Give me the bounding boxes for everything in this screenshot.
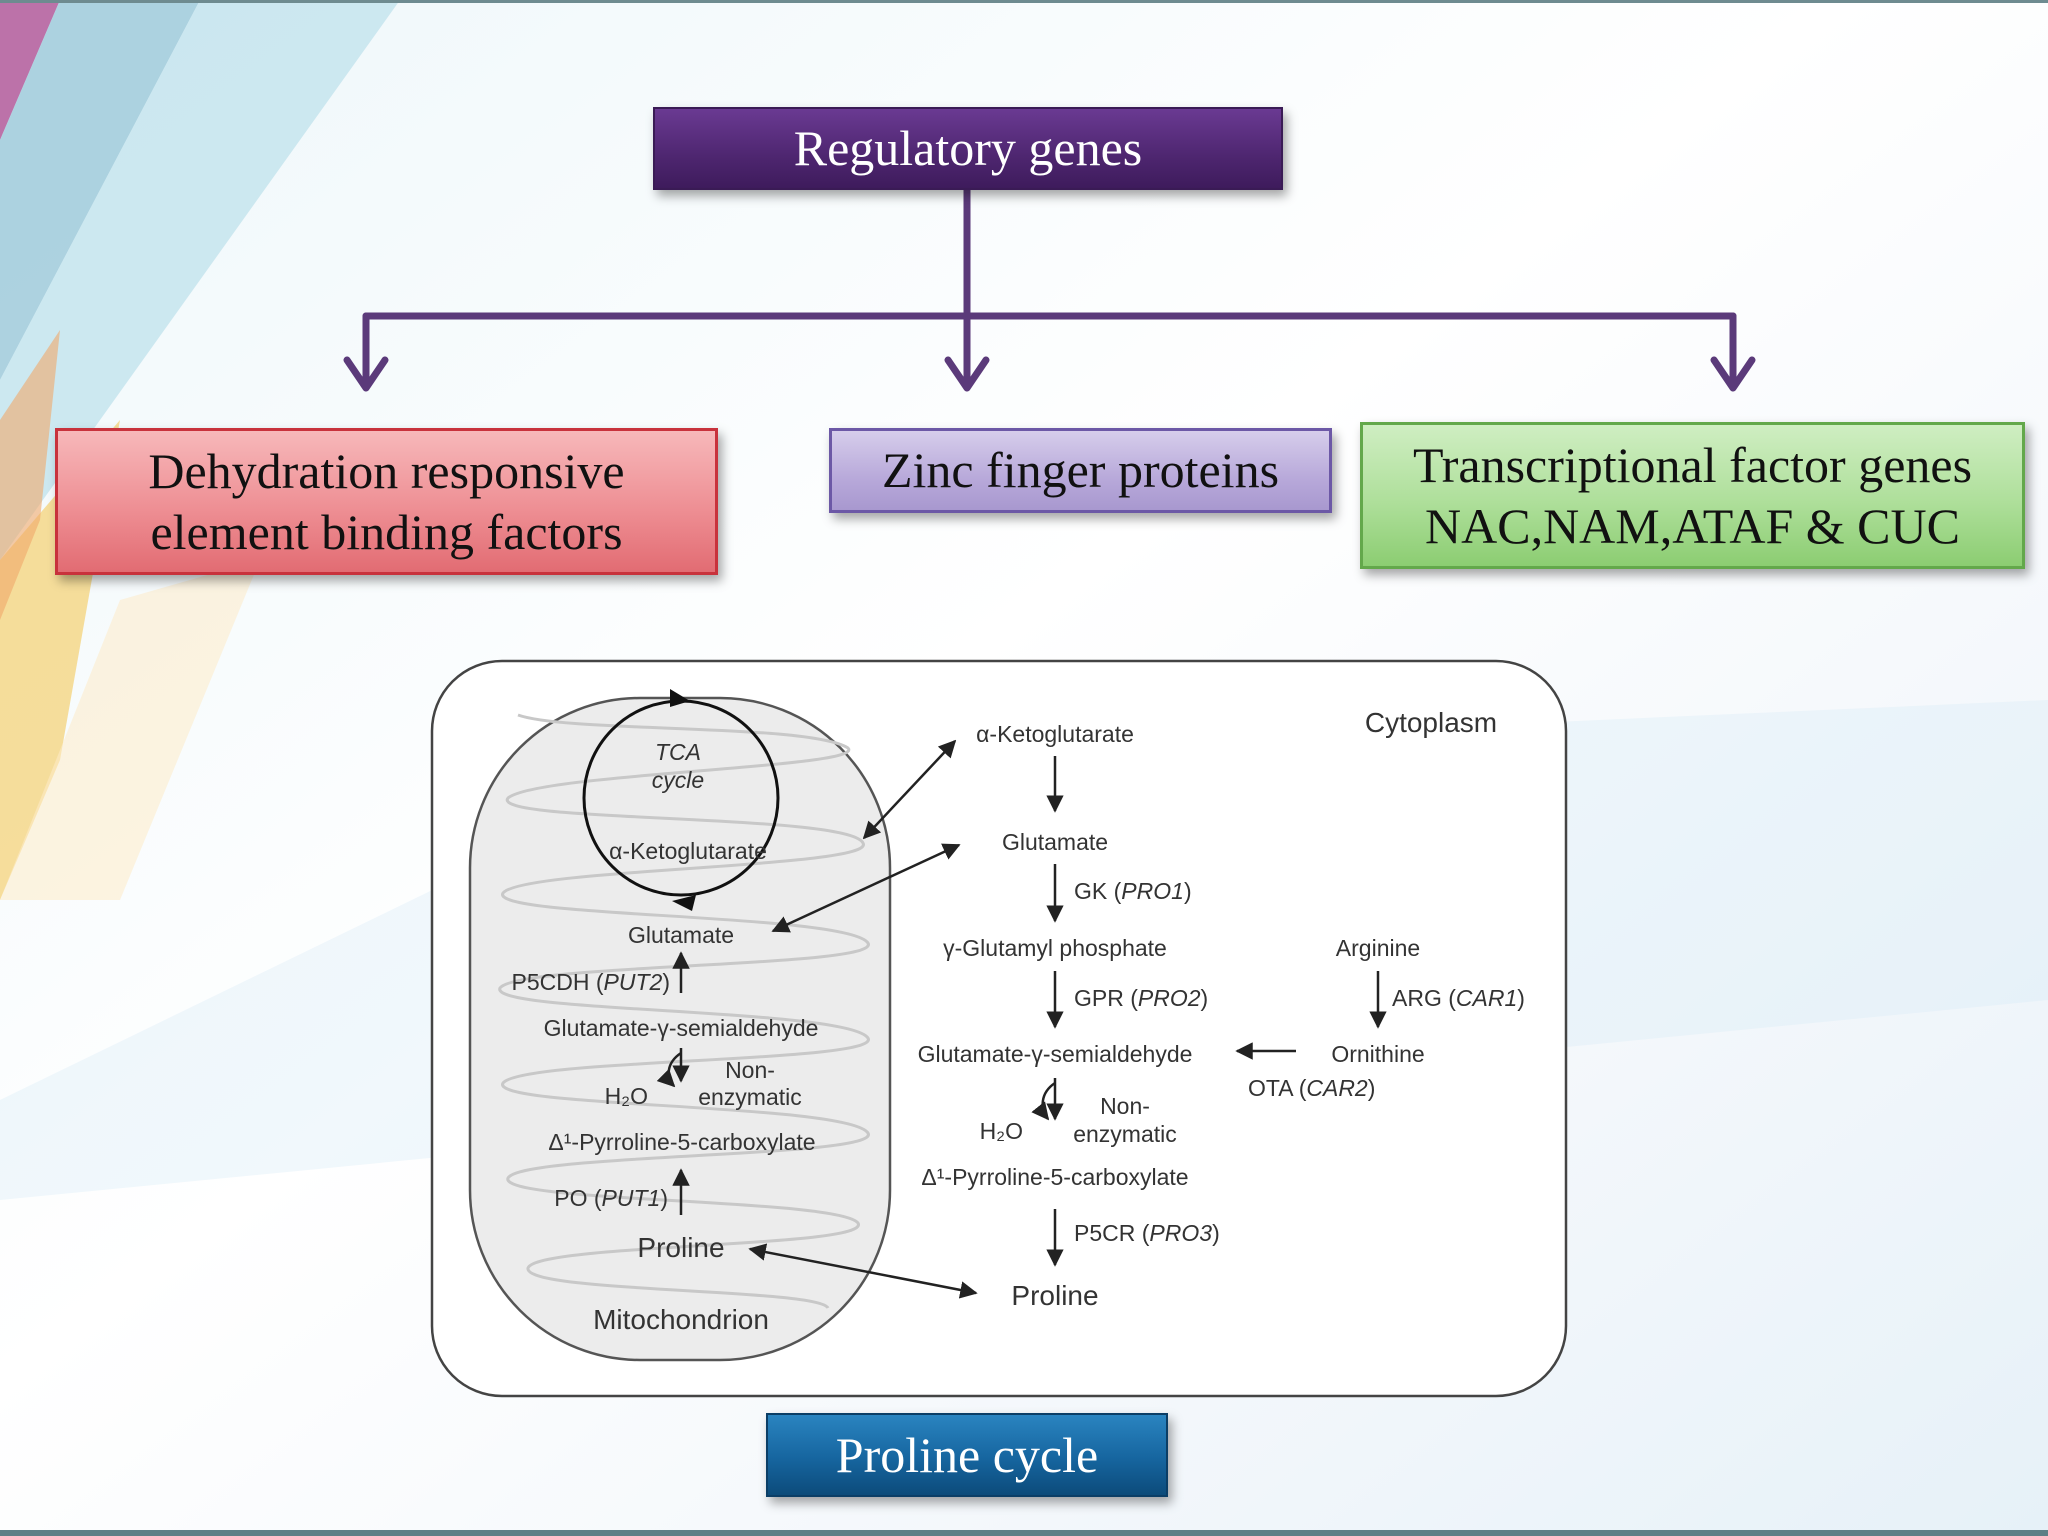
glutamate-transport-arrow	[771, 843, 961, 933]
cyto-aketoglutarate: α-Ketoglutarate	[976, 721, 1134, 747]
cyto-nonenz-2: enzymatic	[1073, 1121, 1177, 1147]
cyto-proline: Proline	[1011, 1280, 1098, 1311]
cyto-gsa: Glutamate-γ-semialdehyde	[918, 1041, 1193, 1067]
cyto-glutamate: Glutamate	[1002, 829, 1108, 855]
car2-gene: CAR2	[1306, 1075, 1368, 1101]
mito-nonenz-1: Non-	[725, 1057, 775, 1083]
arg-name: ARG	[1392, 985, 1442, 1011]
tca-arrowhead-icon	[670, 689, 690, 707]
cyto-nonenz-1: Non-	[1100, 1093, 1150, 1119]
mito-h2o: H₂O	[605, 1083, 648, 1109]
mito-aketoglutarate: α-Ketoglutarate	[609, 838, 767, 864]
mitochondrion-label: Mitochondrion	[593, 1304, 769, 1335]
tca-label-2: cycle	[652, 767, 704, 793]
proline-pathway-figure: TCA cycle α-Ketoglutarate Glutamate P5CD…	[430, 659, 1568, 1398]
cyto-ornithine: Ornithine	[1331, 1041, 1424, 1067]
arrow-down-icon	[1710, 356, 1756, 392]
p5cdh-name: P5CDH	[512, 969, 590, 995]
dreb-label: Dehydration responsive element binding f…	[148, 442, 625, 560]
cyto-h2o-arrow	[1031, 1081, 1056, 1121]
hierarchy-connectors	[343, 186, 1756, 392]
po-name: PO	[554, 1185, 587, 1211]
mito-gsa: Glutamate-γ-semialdehyde	[544, 1015, 819, 1041]
zinc-finger-box: Zinc finger proteins	[829, 428, 1332, 513]
dreb-box: Dehydration responsive element binding f…	[55, 428, 718, 575]
mito-proline: Proline	[637, 1232, 724, 1263]
gk-name: GK	[1074, 878, 1108, 904]
bottom-border-line	[0, 1530, 2048, 1536]
cyto-arginine: Arginine	[1336, 935, 1420, 961]
tca-arrowhead-icon	[672, 895, 696, 911]
pro3-gene: PRO3	[1149, 1220, 1212, 1246]
regulatory-genes-label: Regulatory genes	[793, 120, 1143, 176]
cyto-gpr-label: GPR (PRO2)	[1074, 985, 1208, 1011]
cristae-line	[498, 713, 870, 1310]
tca-label-1: TCA	[655, 739, 701, 765]
proline-cycle-caption: Proline cycle	[766, 1413, 1168, 1497]
mito-glutamate: Glutamate	[628, 922, 734, 948]
car1-gene: CAR1	[1456, 985, 1517, 1011]
mito-p5c: Δ¹-Pyrroline-5-carboxylate	[548, 1129, 815, 1155]
aketo-transport-arrow	[862, 739, 957, 840]
put1-gene: PUT1	[602, 1185, 661, 1211]
mito-po-label: PO (PUT1)	[554, 1185, 668, 1211]
p5cr-name: P5CR	[1074, 1220, 1135, 1246]
transcription-factor-label: Transcriptional factor genes NAC,NAM,ATA…	[1412, 436, 1973, 554]
top-border-line	[0, 0, 2048, 3]
cyto-ota-label: OTA (CAR2)	[1248, 1075, 1375, 1101]
regulatory-genes-box: Regulatory genes	[653, 107, 1283, 190]
proline-transport-arrow	[748, 1243, 978, 1299]
cyto-h2o: H₂O	[980, 1118, 1023, 1144]
pro2-gene: PRO2	[1138, 985, 1201, 1011]
ota-name: OTA	[1248, 1075, 1294, 1101]
cyto-arg-label: ARG (CAR1)	[1392, 985, 1525, 1011]
arrow-down-icon	[944, 356, 990, 392]
cyto-gk-label: GK (PRO1)	[1074, 878, 1192, 904]
gpr-name: GPR	[1074, 985, 1124, 1011]
transcription-factor-box: Transcriptional factor genes NAC,NAM,ATA…	[1360, 422, 2025, 569]
mito-nonenz-2: enzymatic	[698, 1084, 802, 1110]
caption-label: Proline cycle	[835, 1426, 1099, 1483]
cyto-p5cr-label: P5CR (PRO3)	[1074, 1220, 1220, 1246]
mito-h2o-arrow	[656, 1051, 682, 1088]
pro1-gene: PRO1	[1121, 878, 1184, 904]
cyto-glutamyl-phosphate: γ-Glutamyl phosphate	[943, 935, 1167, 961]
put2-gene: PUT2	[604, 969, 663, 995]
mito-p5cdh-label: P5CDH (PUT2)	[512, 969, 671, 995]
cyto-p5c: Δ¹-Pyrroline-5-carboxylate	[921, 1164, 1188, 1190]
cytoplasm-label: Cytoplasm	[1365, 707, 1497, 738]
zinc-finger-label: Zinc finger proteins	[881, 442, 1280, 498]
arrow-down-icon	[343, 356, 389, 392]
